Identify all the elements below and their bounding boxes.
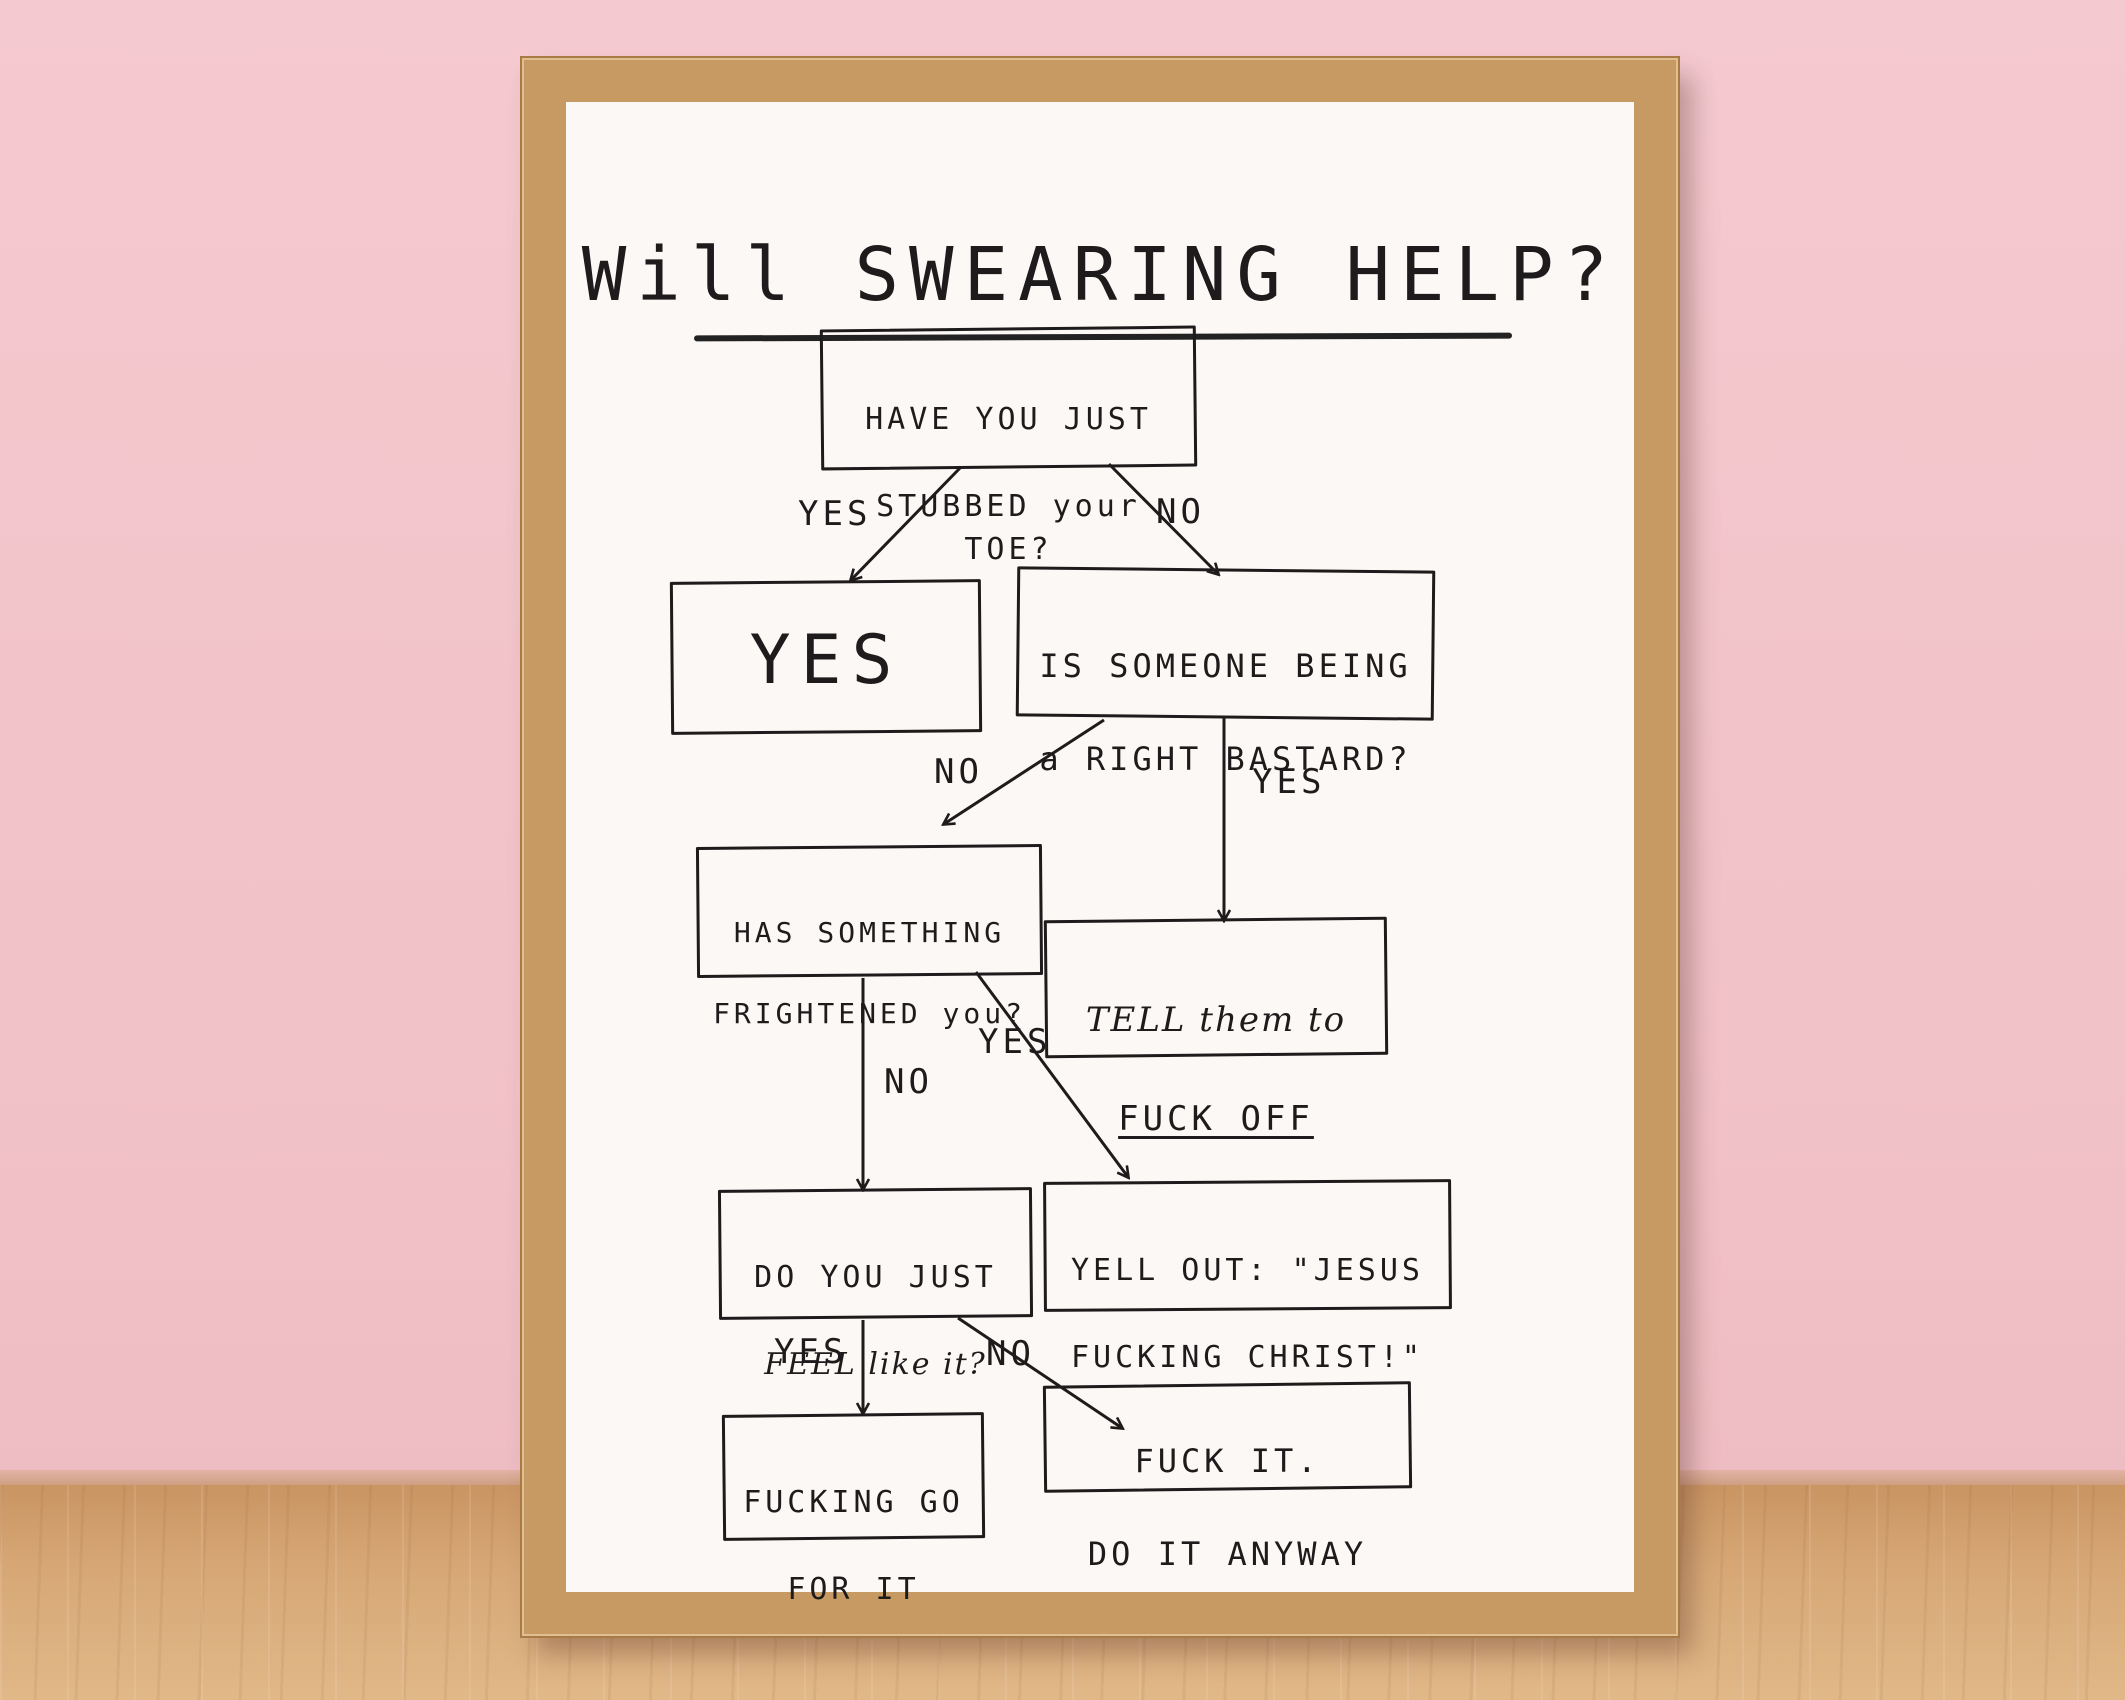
box-yes	[669, 579, 983, 735]
edge-label-q4-yes: YES	[774, 1332, 848, 1372]
edge-label-q4-no: NO	[986, 1334, 1035, 1374]
node-frightened: HAS SOMETHING FRIGHTENED you?	[713, 915, 1026, 1030]
flowchart-poster: Will SWEARING HELP?	[566, 102, 1634, 1607]
node-yell-out: YELL OUT: "JESUS FUCKING CHRIST!"	[1071, 1252, 1424, 1375]
box-stubbed-toe	[819, 325, 1198, 471]
arrow-q1-no	[1107, 462, 1218, 574]
arrow-q3-yes	[974, 971, 1128, 1177]
picture-frame: Will SWEARING HELP?	[522, 58, 1678, 1636]
box-do-it-anyway	[1042, 1381, 1413, 1493]
poster-title: Will SWEARING HELP?	[581, 232, 1619, 318]
node-right-bastard: IS SOMEONE BEING a RIGHT BASTARD?	[1039, 647, 1412, 779]
edge-label-q3-yes: YES	[978, 1022, 1052, 1062]
edge-label-q2-yes: YES	[1252, 762, 1326, 802]
node-stubbed-toe: HAVE YOU JUST STUBBED your TOE?	[865, 401, 1152, 568]
edge-label-q1-no: NO	[1156, 492, 1205, 532]
arrow-q1-yes	[851, 465, 963, 580]
node-go-for-it: FUCKING GO FOR IT	[743, 1484, 964, 1607]
box-feel-like-it	[717, 1187, 1034, 1320]
flowchart-lines	[669, 325, 1452, 1541]
node-tell-them: TELL them to FUCK OFF	[1085, 1000, 1347, 1139]
arrow-q4-no	[957, 1316, 1122, 1428]
arrow-q2-no	[944, 718, 1105, 824]
box-tell-them	[1043, 916, 1389, 1059]
edge-label-q1-yes: YES	[798, 494, 872, 534]
box-yell-out	[1043, 1179, 1452, 1312]
node-do-it-anyway: FUCK IT. DO IT ANYWAY	[1087, 1442, 1368, 1574]
edge-label-q2-no: NO	[934, 752, 983, 792]
node-feel-like-it: DO YOU JUST FEEL like it?	[754, 1259, 997, 1382]
box-frightened	[695, 844, 1044, 978]
box-go-for-it	[721, 1412, 986, 1541]
node-yes: YES	[749, 621, 903, 700]
edge-label-q3-no: NO	[884, 1062, 933, 1102]
